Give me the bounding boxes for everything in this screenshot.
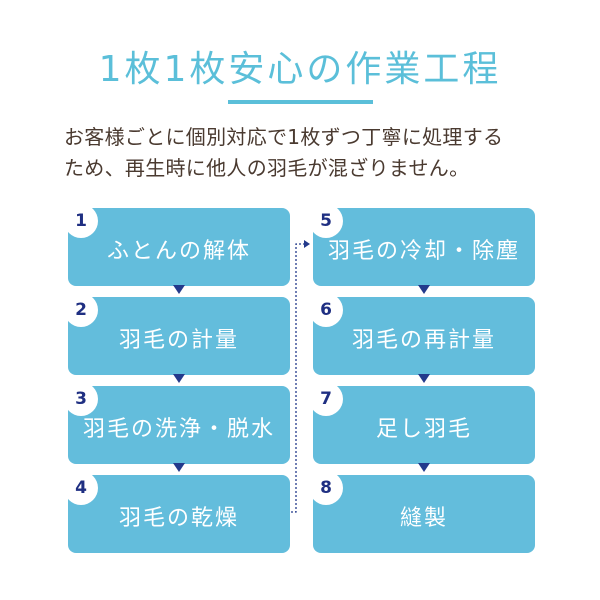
arrow-down-icon [418, 463, 430, 472]
step-4: 4 羽毛の乾燥 [64, 471, 290, 553]
step-5: 5 羽毛の冷却・除塵 [309, 204, 535, 286]
step-number-6: 6 [309, 293, 343, 327]
step-label-4: 羽毛の乾燥 [118, 506, 239, 531]
step-label-6: 羽毛の再計量 [351, 328, 496, 353]
step-number-1: 1 [64, 204, 98, 238]
arrow-down-icon [173, 463, 185, 472]
step-1: 1 ふとんの解体 [64, 204, 290, 286]
step-8: 8 縫製 [309, 471, 535, 553]
page-title: 1枚1枚安心の作業工程 [98, 49, 502, 90]
arrow-down-icon [418, 285, 430, 294]
connector-line [291, 243, 304, 513]
title-underline [228, 100, 373, 104]
description-line-1: お客様ごとに個別対応で1枚ずつ丁寧に処理する [64, 125, 504, 149]
step-6: 6 羽毛の再計量 [309, 293, 535, 375]
description: お客様ごとに個別対応で1枚ずつ丁寧に処理する ため、再生時に他人の羽毛が混ざりま… [64, 122, 544, 184]
step-number-3: 3 [64, 382, 98, 416]
step-number-2: 2 [64, 293, 98, 327]
step-number-5: 5 [309, 204, 343, 238]
step-number-4: 4 [64, 471, 98, 505]
step-label-3: 羽毛の洗浄・脱水 [82, 417, 275, 442]
arrow-down-icon [173, 374, 185, 383]
arrow-right-icon [304, 240, 310, 248]
arrow-down-icon [173, 285, 185, 294]
step-label-7: 足し羽毛 [375, 417, 472, 442]
step-label-2: 羽毛の計量 [118, 328, 239, 353]
step-label-1: ふとんの解体 [106, 239, 251, 264]
step-number-7: 7 [309, 382, 343, 416]
step-number-8: 8 [309, 471, 343, 505]
step-2: 2 羽毛の計量 [64, 293, 290, 375]
step-label-8: 縫製 [399, 506, 448, 531]
step-7: 7 足し羽毛 [309, 382, 535, 464]
step-label-5: 羽毛の冷却・除塵 [327, 239, 520, 264]
step-3: 3 羽毛の洗浄・脱水 [64, 382, 290, 464]
arrow-down-icon [418, 374, 430, 383]
description-line-2: ため、再生時に他人の羽毛が混ざりません。 [64, 156, 470, 180]
